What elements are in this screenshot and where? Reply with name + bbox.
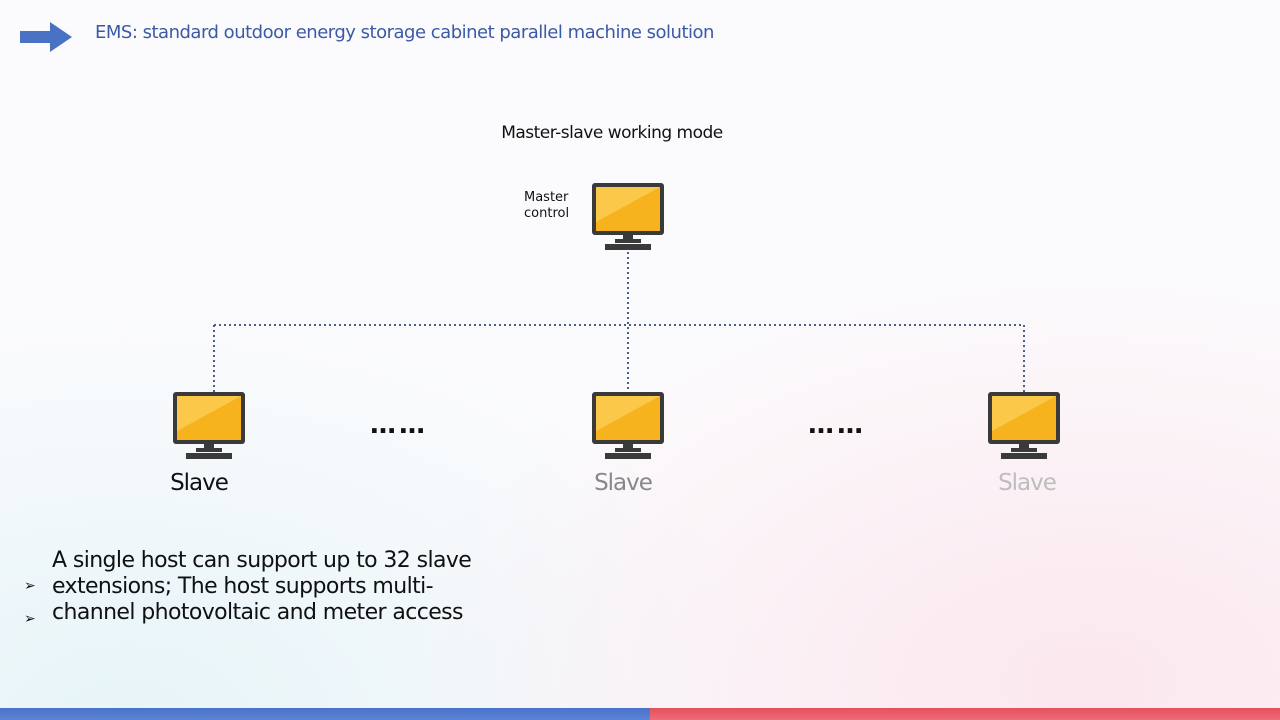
slave-computer-monitor-icon [173,392,245,459]
footer-bar-blue [0,708,650,720]
bullet-text: A single host can support up to 32 slave… [52,548,472,625]
ellipsis: …… [370,410,428,440]
slave-label: Slave [594,470,653,496]
master-control-label: Master control [524,190,570,221]
ellipsis: …… [808,410,866,440]
page-title: EMS: standard outdoor energy storage cab… [95,22,714,43]
arrow-right-icon [20,22,72,52]
master-computer-monitor-icon [592,183,664,250]
slave-computer-monitor-icon [592,392,664,459]
slave-label: Slave [998,470,1057,496]
slave-computer-monitor-icon [988,392,1060,459]
bullet-marker: ➢ [24,611,36,627]
slave-label: Slave [170,470,229,496]
diagram-title: Master-slave working mode [501,123,723,143]
bullet-marker: ➢ [24,578,36,594]
footer-bar-red [650,708,1280,720]
